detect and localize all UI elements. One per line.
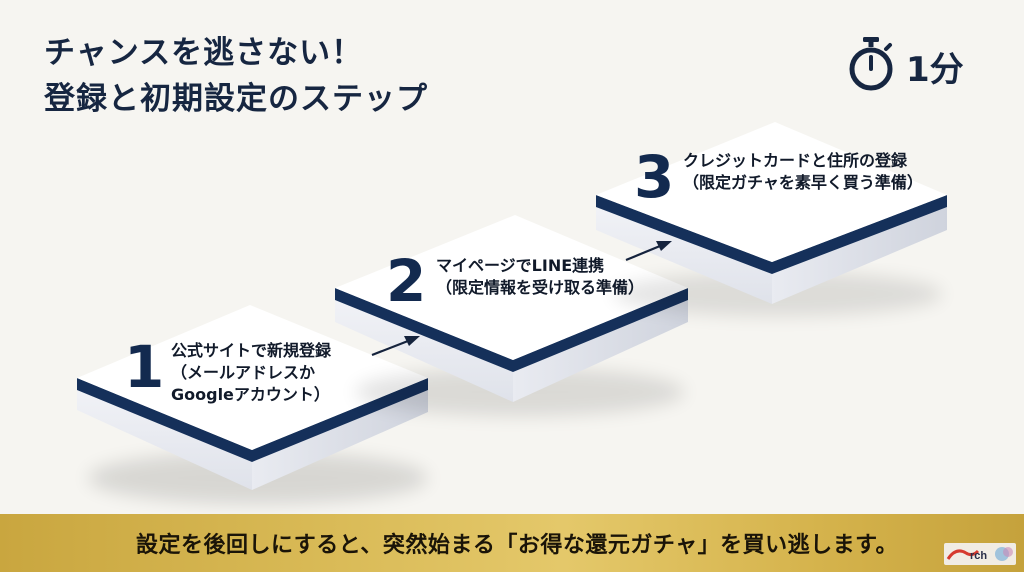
title-line-2: 登録と初期設定のステップ bbox=[44, 81, 428, 117]
step-2-platform bbox=[335, 215, 688, 416]
step-3-platform bbox=[596, 122, 947, 316]
duration-label: 1分 bbox=[906, 49, 964, 90]
step-2-description: マイページでLINE連携 （限定情報を受け取る準備） bbox=[436, 256, 645, 297]
step-1-number: 1 bbox=[124, 333, 165, 401]
step-1-platform bbox=[77, 305, 428, 504]
stopwatch-icon bbox=[846, 35, 896, 97]
svg-text:rch: rch bbox=[970, 550, 987, 562]
step-2-number: 2 bbox=[386, 247, 427, 315]
duration-indicator: 1分 bbox=[846, 35, 964, 97]
warning-banner: 設定を後回しにすると、突然始まる「お得な還元ガチャ」を買い逃します。 bbox=[0, 514, 1024, 572]
banner-text: 設定を後回しにすると、突然始まる「お得な還元ガチャ」を買い逃します。 bbox=[136, 533, 898, 558]
step-1-description: 公式サイトで新規登録 （メールアドレスか Googleアカウント） bbox=[171, 341, 332, 404]
step-3-description: クレジットカードと住所の登録 （限定ガチャを素早く買う準備） bbox=[683, 151, 923, 192]
step-3-number: 3 bbox=[634, 143, 675, 211]
watermark-logo: rch bbox=[944, 543, 1016, 565]
arrow-step2-to-step3 bbox=[625, 241, 672, 262]
page-title: チャンスを逃さない！ 登録と初期設定のステップ bbox=[44, 30, 428, 122]
arrow-step1-to-step2 bbox=[371, 336, 420, 357]
title-line-1: チャンスを逃さない！ bbox=[44, 35, 364, 71]
